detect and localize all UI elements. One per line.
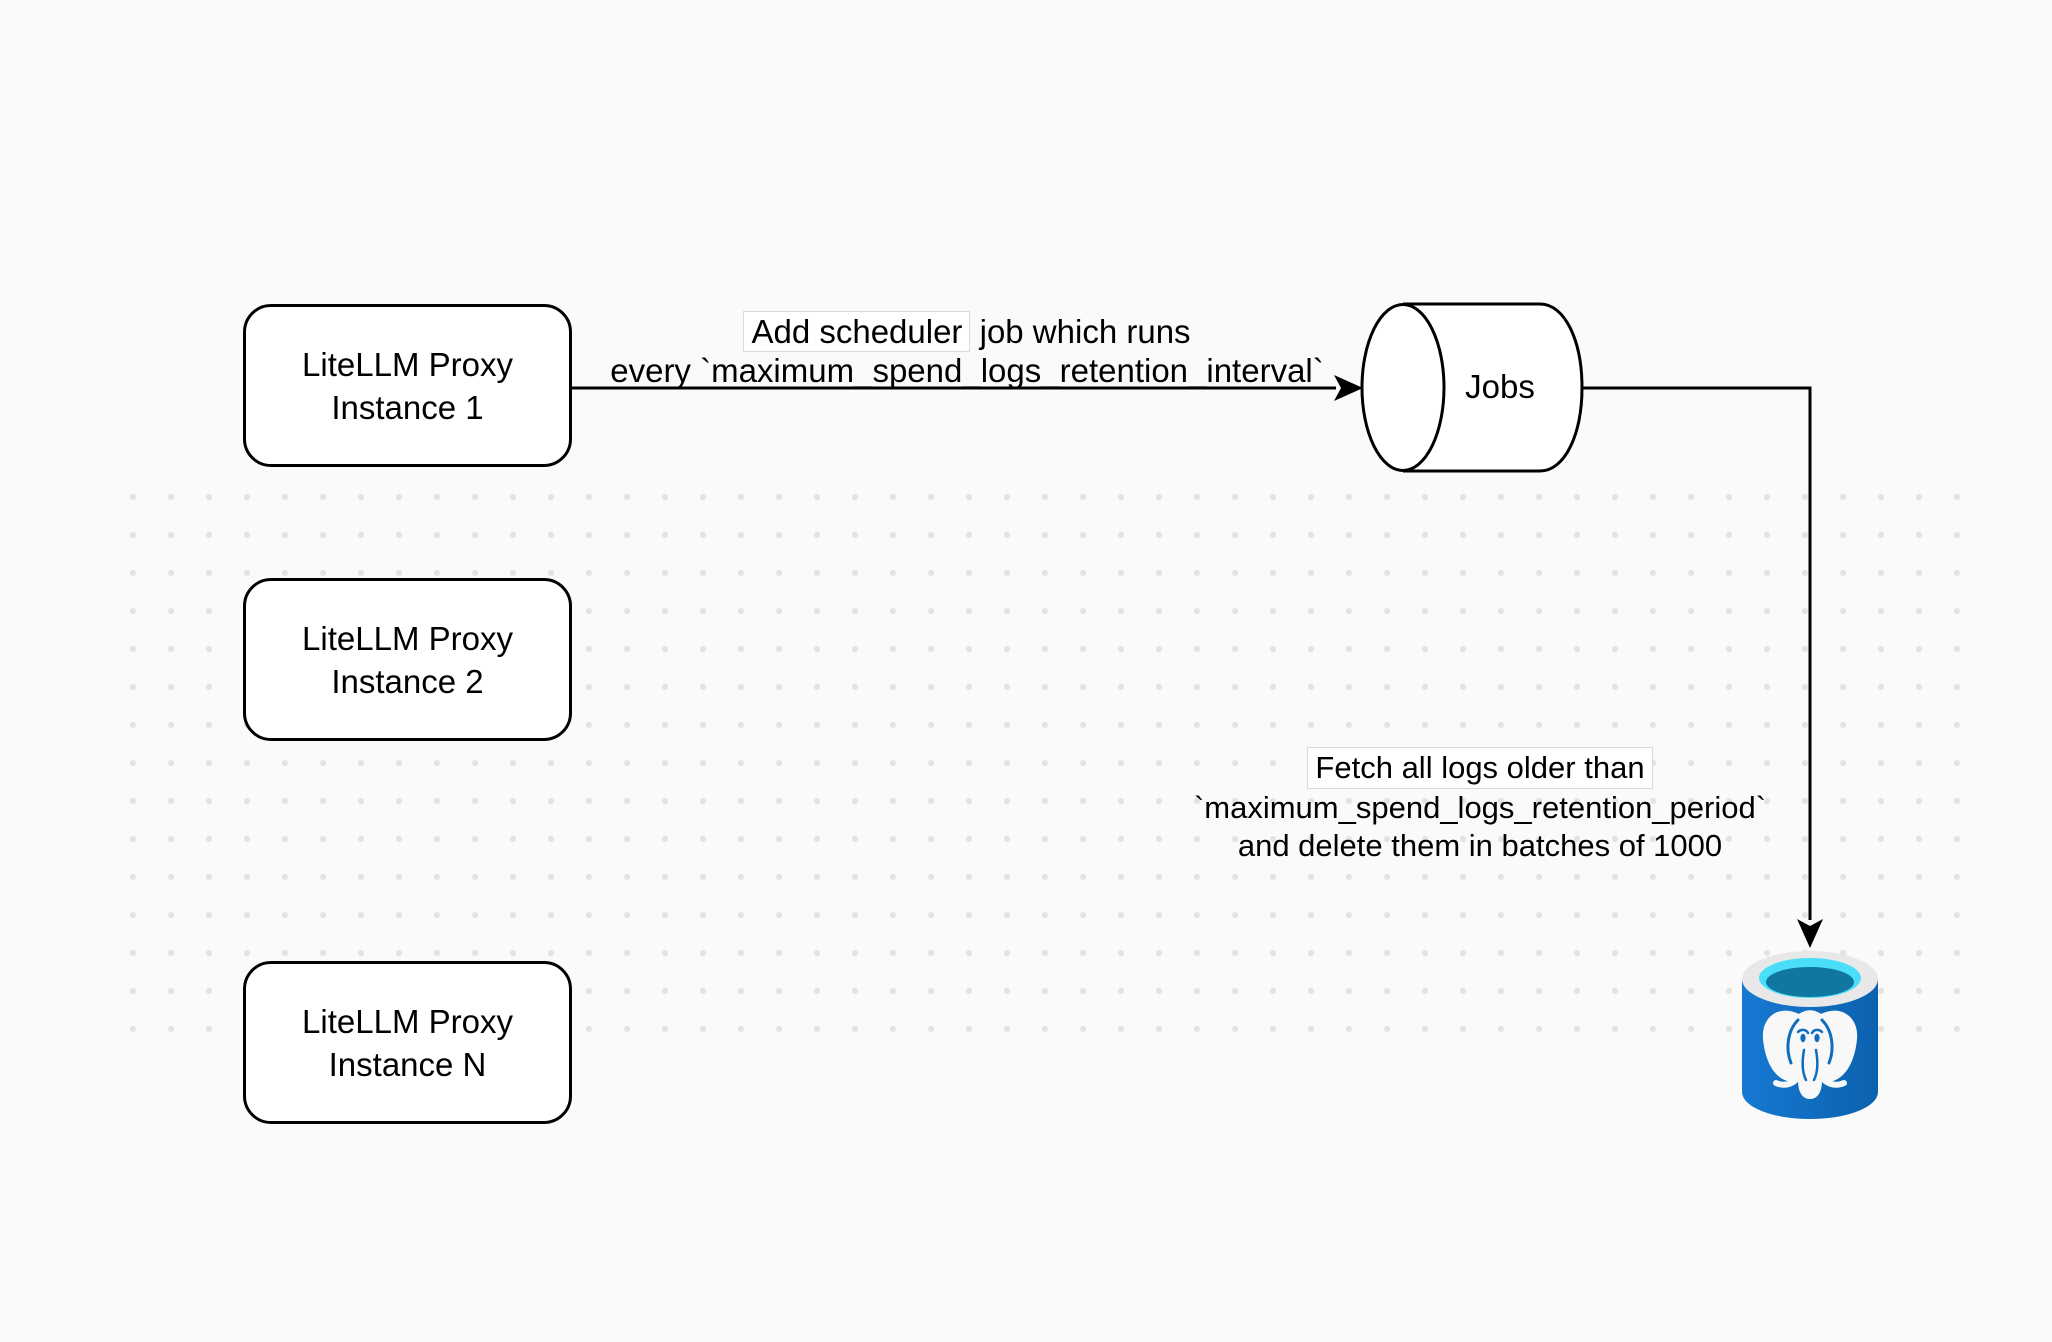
edge-label-text: job which runs	[970, 313, 1191, 350]
edge-label-add-scheduler: Add scheduler job which runs every `maxi…	[600, 311, 1334, 389]
postgresql-database-icon[interactable]	[1742, 951, 1878, 1119]
db-top-inner	[1766, 967, 1854, 997]
edge-label-line: every `maximum_spend_logs_retention_inte…	[610, 352, 1324, 389]
edge-label-fetch-logs: Fetch all logs older than `maximum_spend…	[1130, 747, 1830, 865]
node-litellm-proxy-instance-n[interactable]: LiteLLM Proxy Instance N	[243, 961, 572, 1124]
node-label-line: LiteLLM Proxy	[302, 345, 513, 383]
node-label-line: Instance 2	[331, 662, 484, 700]
postgresql-elephant-icon	[1762, 1010, 1858, 1099]
edge-label-highlight: Add scheduler	[743, 311, 971, 352]
edge-proxy1-to-jobs-arrowhead-icon	[1334, 375, 1363, 401]
node-label-line: LiteLLM Proxy	[302, 1002, 513, 1040]
node-litellm-proxy-instance-2[interactable]: LiteLLM Proxy Instance 2	[243, 578, 572, 741]
node-litellm-proxy-instance-1[interactable]: LiteLLM Proxy Instance 1	[243, 304, 572, 467]
edge-label-highlight: Fetch all logs older than	[1307, 747, 1653, 789]
node-label-line: Instance 1	[331, 388, 484, 426]
node-label-line: Instance N	[328, 1045, 487, 1083]
jobs-node-label: Jobs	[1465, 368, 1535, 405]
jobs-cylinder-left-ellipse[interactable]	[1360, 303, 1446, 472]
edge-label-line: Add scheduler job which runs	[600, 311, 1334, 352]
dot-grid-background	[114, 478, 1978, 1050]
edge-label-line: `maximum_spend_logs_retention_period`	[1193, 790, 1767, 825]
node-label-line: LiteLLM Proxy	[302, 619, 513, 657]
jobs-cylinder-shape[interactable]	[1360, 302, 1584, 473]
edge-label-line: and delete them in batches of 1000	[1237, 828, 1723, 863]
edge-jobs-to-db-arrowhead-icon	[1797, 919, 1823, 948]
edge-label-line: Fetch all logs older than	[1130, 747, 1830, 789]
edge-jobs-to-db-line	[1582, 386, 1812, 920]
